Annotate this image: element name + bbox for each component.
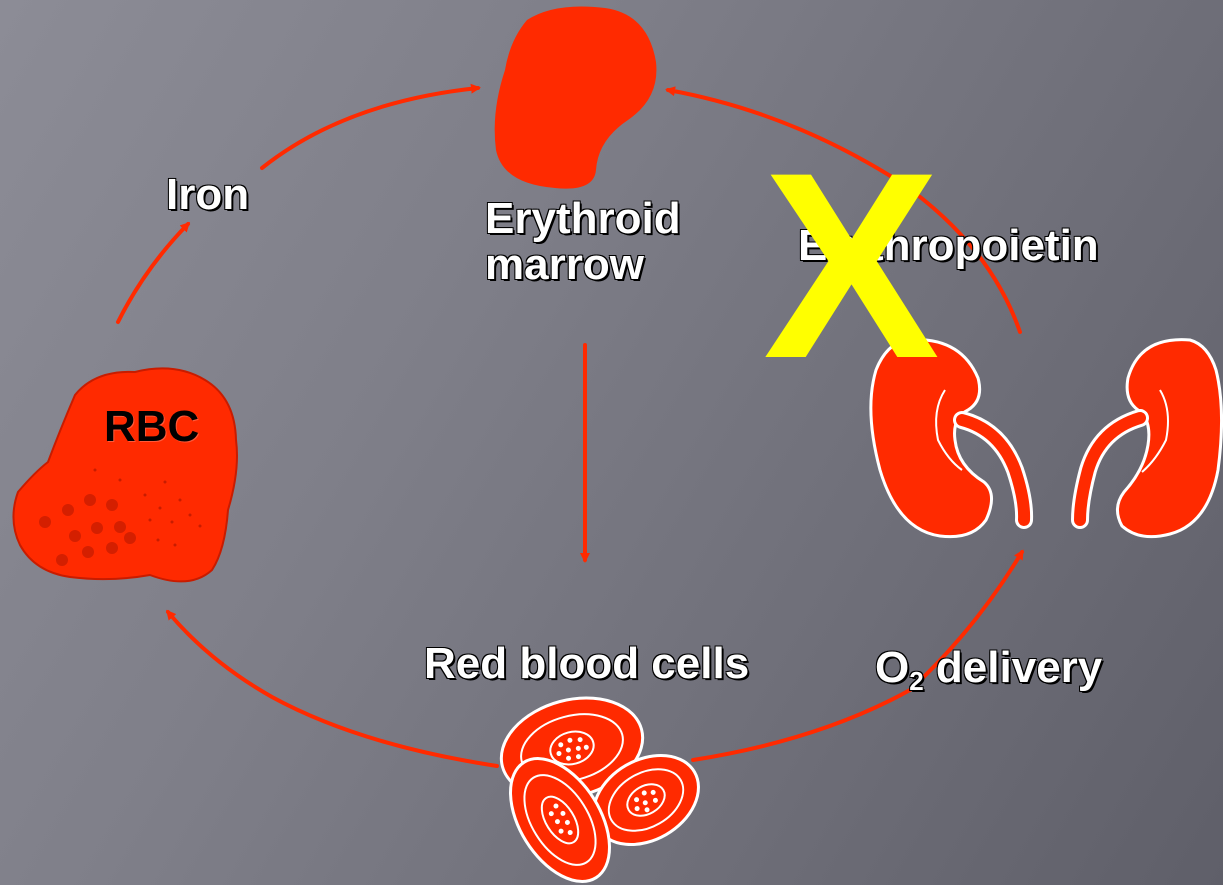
o2-delivery-label: O2 delivery <box>875 646 1102 694</box>
arrow-macrophage-to-iron <box>118 224 188 322</box>
bone-marrow-icon <box>495 7 657 189</box>
arrow-red-cells-to-macrophage <box>168 612 497 766</box>
iron-label: Iron <box>166 173 249 217</box>
erythroid-marrow-label-line2: marrow <box>485 242 681 288</box>
arrow-iron-to-marrow <box>262 88 478 168</box>
red-blood-cells-label: Red blood cells <box>424 642 749 686</box>
o2-prefix: O <box>875 643 909 692</box>
o2-subscript: 2 <box>909 666 923 696</box>
red-blood-cells-icon <box>490 683 714 885</box>
rbc-label: RBC <box>104 405 199 449</box>
erythroid-marrow-label: Erythroid marrow <box>485 196 681 288</box>
macrophage-rbc-icon <box>13 368 237 581</box>
erythroid-marrow-label-line1: Erythroid <box>485 196 681 242</box>
blocked-pathway-x-mark: X <box>763 134 940 399</box>
o2-suffix: delivery <box>924 643 1103 692</box>
